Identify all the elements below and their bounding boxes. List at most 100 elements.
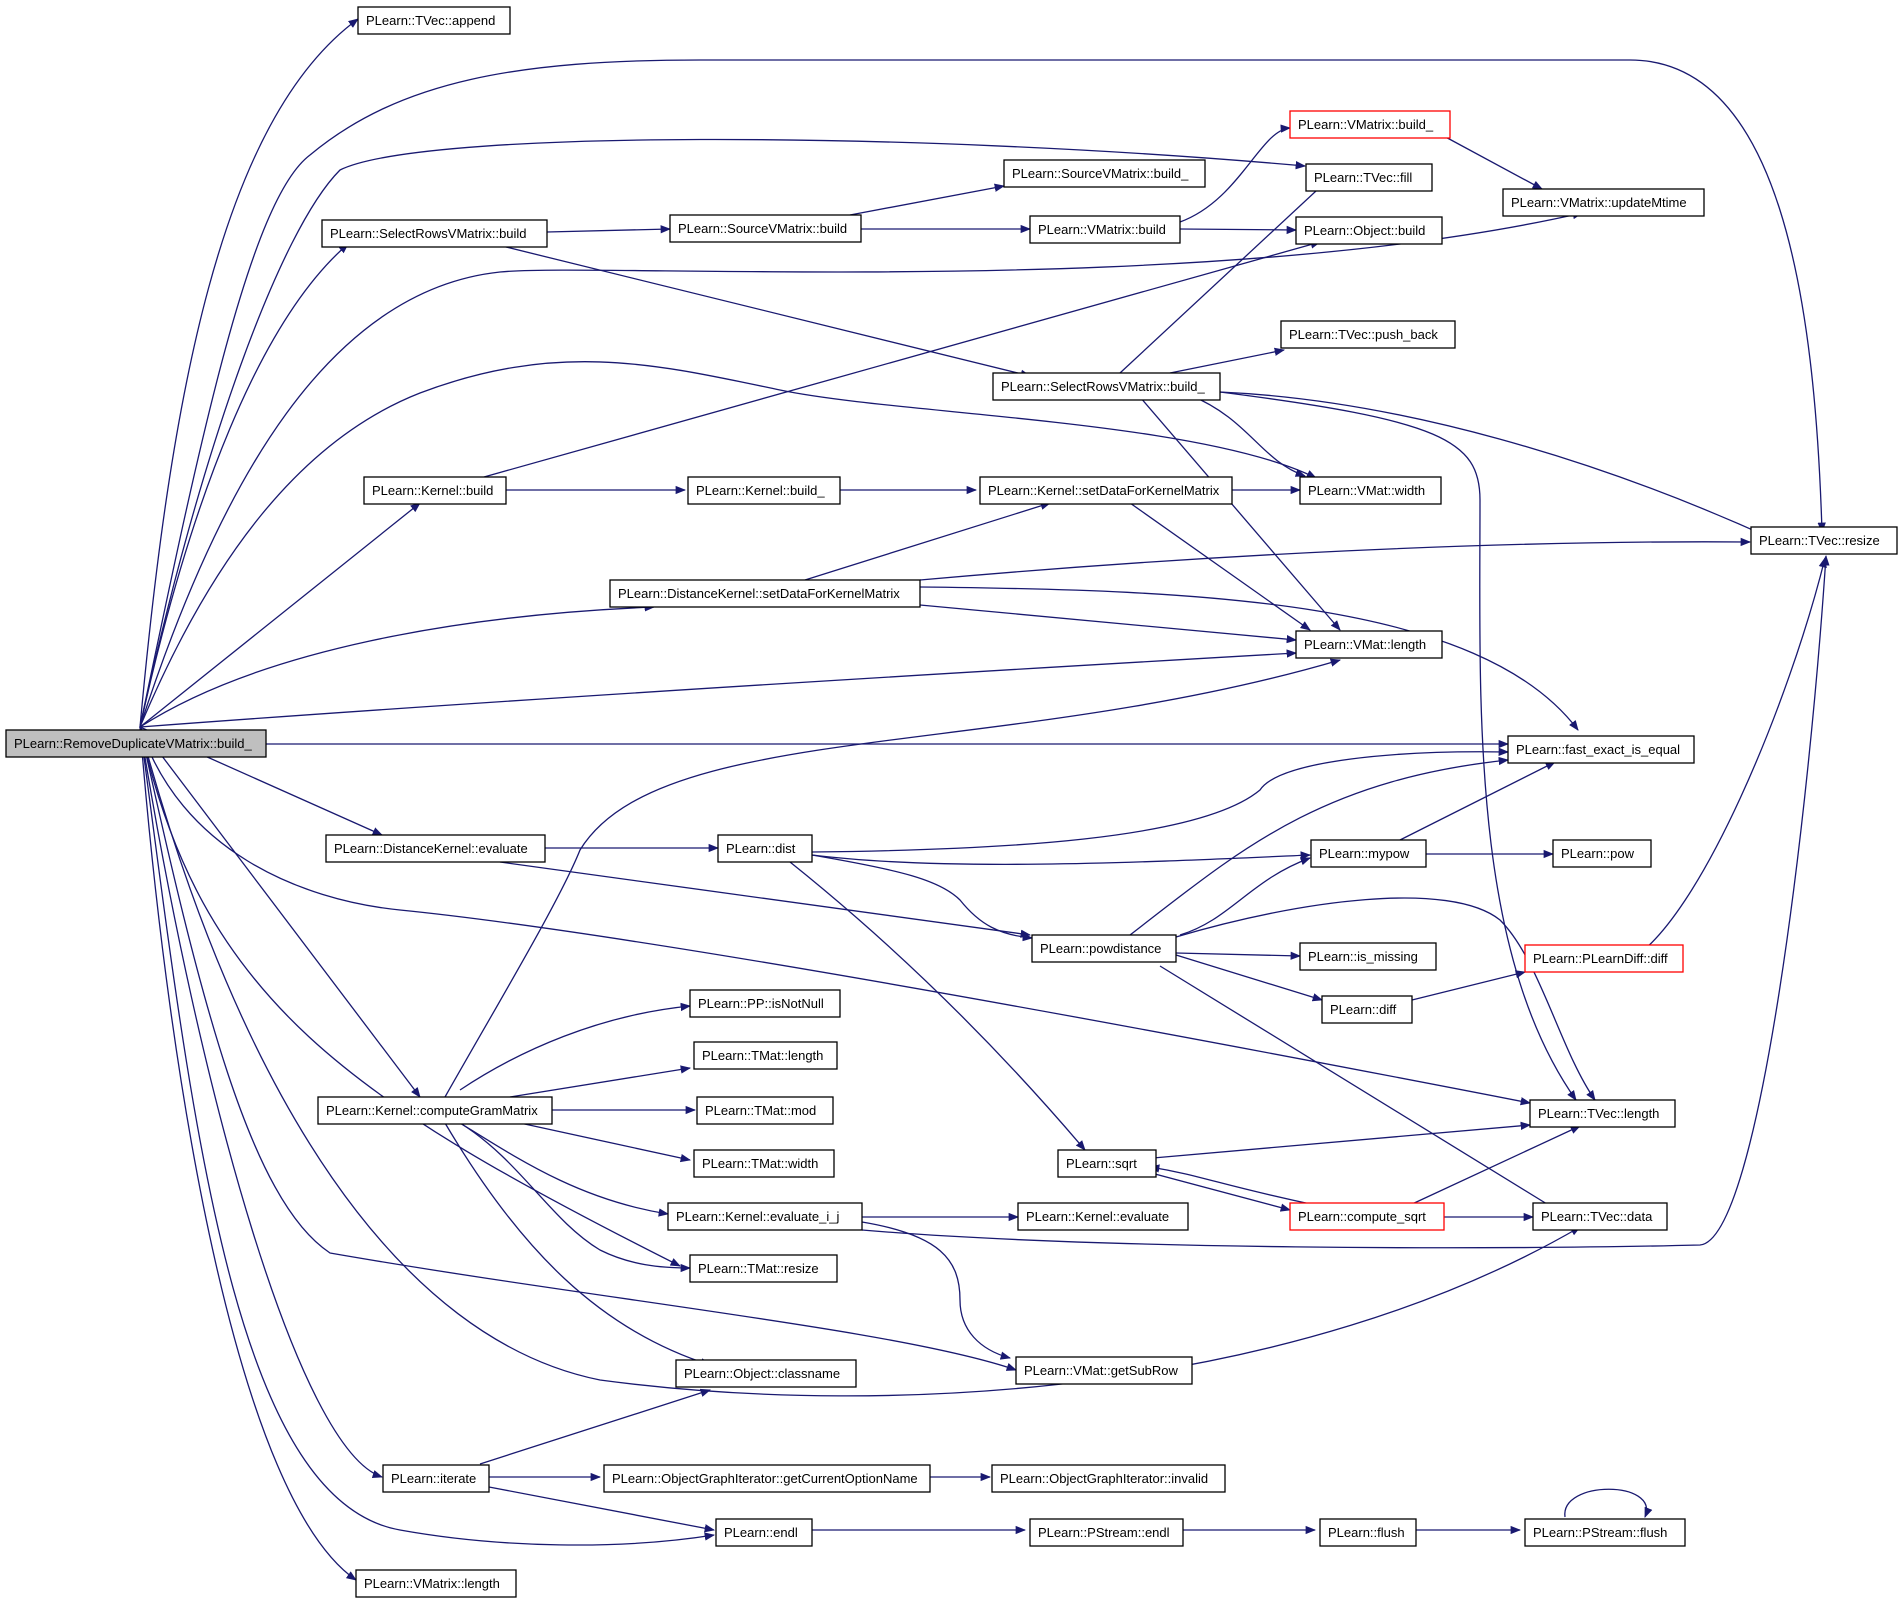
node-computegrammatrix[interactable]: PLearn::Kernel::computeGramMatrix (317, 1096, 553, 1125)
node-label: PLearn::ObjectGraphIterator::invalid (1000, 1471, 1208, 1486)
node-label: PLearn::SourceVMatrix::build (678, 221, 847, 236)
node-distancekernel-evaluate[interactable]: PLearn::DistanceKernel::evaluate (325, 834, 546, 863)
edge-root-to-tvec-resize (139, 59, 1826, 728)
node-pow[interactable]: PLearn::pow (1552, 839, 1652, 868)
node-kernel-build[interactable]: PLearn::Kernel::build (363, 476, 507, 505)
node-selectrows-build_[interactable]: PLearn::SelectRowsVMatrix::build_ (992, 372, 1221, 401)
node-distancekernel-setdata[interactable]: PLearn::DistanceKernel::setDataForKernel… (609, 579, 921, 608)
node-tvec-append[interactable]: PLearn::TVec::append (357, 6, 511, 35)
edge-selectrows-build_-to-vmat-width (1189, 394, 1306, 477)
edge-dk-setdata-to-tvec-resize (919, 537, 1752, 581)
node-tvec-data[interactable]: PLearn::TVec::data (1532, 1202, 1668, 1231)
node-pstream-endl[interactable]: PLearn::PStream::endl (1029, 1518, 1184, 1547)
node-label: PLearn::TVec::resize (1759, 533, 1880, 548)
node-tmat-resize[interactable]: PLearn::TMat::resize (689, 1254, 838, 1283)
edge-diff-to-plearndiff-diff (1411, 970, 1527, 1001)
node-kernel-evaluate-i-j[interactable]: PLearn::Kernel::evaluate_i_j (667, 1202, 863, 1231)
edge-selectrows-build_-to-tvec-resize (1219, 391, 1776, 541)
node-label: PLearn::DistanceKernel::evaluate (334, 841, 528, 856)
edge-selectrows-build-to-selectrows-build_ (501, 245, 1032, 378)
node-tvec-push-back[interactable]: PLearn::TVec::push_back (1280, 320, 1456, 349)
node-dist[interactable]: PLearn::dist (717, 834, 813, 863)
node-iterate[interactable]: PLearn::iterate (382, 1464, 490, 1493)
node-endl[interactable]: PLearn::endl (715, 1518, 813, 1547)
node-label: PLearn::SelectRowsVMatrix::build (330, 226, 527, 241)
edge-root-to-selectrows-build (139, 243, 349, 728)
node-mypow[interactable]: PLearn::mypow (1310, 839, 1427, 868)
node-fast-exact-is-equal[interactable]: PLearn::fast_exact_is_equal (1507, 735, 1695, 764)
node-tmat-mod[interactable]: PLearn::TMat::mod (696, 1096, 834, 1125)
node-pstream-flush[interactable]: PLearn::PStream::flush (1524, 1518, 1686, 1547)
node-sqrt[interactable]: PLearn::sqrt (1057, 1149, 1157, 1178)
node-is-missing[interactable]: PLearn::is_missing (1299, 942, 1437, 971)
node-flush[interactable]: PLearn::flush (1319, 1518, 1417, 1547)
node-vmat-getsubrow[interactable]: PLearn::VMat::getSubRow (1015, 1356, 1193, 1385)
node-kernel-evaluate[interactable]: PLearn::Kernel::evaluate (1017, 1202, 1189, 1231)
node-compute-sqrt[interactable]: PLearn::compute_sqrt (1289, 1202, 1445, 1231)
node-label: PLearn::PP::isNotNull (698, 996, 824, 1011)
node-label: PLearn::PStream::endl (1038, 1525, 1170, 1540)
node-label: PLearn::compute_sqrt (1298, 1209, 1426, 1224)
node-tvec-resize[interactable]: PLearn::TVec::resize (1750, 526, 1898, 555)
node-diff[interactable]: PLearn::diff (1321, 995, 1413, 1024)
edge-dist-to-fast-exact (811, 747, 1510, 853)
node-kernel-setdata[interactable]: PLearn::Kernel::setDataForKernelMatrix (979, 476, 1233, 505)
node-label: PLearn::fast_exact_is_equal (1516, 742, 1680, 757)
node-label: PLearn::TVec::fill (1314, 170, 1412, 185)
edge-root-to-endl (139, 726, 716, 1546)
edge-sqrt-to-compute-sqrt (1139, 1169, 1292, 1212)
node-root[interactable]: PLearn::RemoveDuplicateVMatrix::build_ (5, 729, 267, 758)
edge-root-to-distancekernel-setdata (139, 603, 656, 728)
node-label: PLearn::TVec::length (1538, 1106, 1659, 1121)
edge-root-to-updatemtime (139, 211, 1584, 728)
node-vmatrix-length[interactable]: PLearn::VMatrix::length (355, 1569, 517, 1598)
node-object-classname[interactable]: PLearn::Object::classname (675, 1359, 857, 1388)
edge-computegram-to-evaluate-ij (459, 1122, 670, 1217)
edge-vmatrix-build-to-vmatrix-build_ (1179, 124, 1292, 223)
node-label: PLearn::Kernel::build_ (696, 483, 825, 498)
edge-dist-to-powdistance (811, 854, 1034, 942)
node-label: PLearn::dist (726, 841, 796, 856)
node-source-build[interactable]: PLearn::SourceVMatrix::build (669, 214, 862, 243)
node-vmatrix-build[interactable]: PLearn::VMatrix::build (1029, 215, 1181, 244)
node-label: PLearn::TMat::length (702, 1048, 823, 1063)
node-plearndiff-diff[interactable]: PLearn::PLearnDiff::diff (1524, 944, 1684, 973)
edge-dk-evaluate-to-powdistance (499, 861, 1032, 938)
node-pp-isnotnull[interactable]: PLearn::PP::isNotNull (689, 989, 841, 1018)
node-label: PLearn::mypow (1319, 846, 1410, 861)
edge-dk-setdata-to-fast-exact (919, 586, 1579, 731)
edge-root-to-tvec-data (139, 726, 1581, 1397)
node-label: PLearn::sqrt (1066, 1156, 1137, 1171)
edge-computegram-to-tmat-length (509, 1065, 692, 1098)
node-vmat-length[interactable]: PLearn::VMat::length (1295, 630, 1443, 659)
edge-powdistance-to-diff (1175, 954, 1323, 1002)
node-source-build_[interactable]: PLearn::SourceVMatrix::build_ (1003, 159, 1206, 188)
node-label: PLearn::TMat::resize (698, 1261, 819, 1276)
node-label: PLearn::TVec::push_back (1289, 327, 1438, 342)
node-tvec-fill[interactable]: PLearn::TVec::fill (1305, 163, 1433, 192)
node-objectgraphiterator-invalid[interactable]: PLearn::ObjectGraphIterator::invalid (991, 1464, 1226, 1493)
node-powdistance[interactable]: PLearn::powdistance (1031, 934, 1177, 963)
node-tmat-length[interactable]: PLearn::TMat::length (693, 1041, 838, 1070)
node-label: PLearn::is_missing (1308, 949, 1418, 964)
edge-compute-sqrt-to-tvec-length (1409, 1125, 1581, 1206)
node-kernel-build_[interactable]: PLearn::Kernel::build_ (687, 476, 841, 505)
node-object-build[interactable]: PLearn::Object::build (1295, 216, 1443, 245)
edge-root-to-kernel-build (139, 502, 421, 728)
node-vmatrix-updatemtime[interactable]: PLearn::VMatrix::updateMtime (1502, 188, 1705, 217)
node-selectrows-build[interactable]: PLearn::SelectRowsVMatrix::build (321, 219, 548, 248)
edge-pstream-flush-self-loop (1564, 1488, 1653, 1518)
node-getcurrentoptionname[interactable]: PLearn::ObjectGraphIterator::getCurrentO… (603, 1464, 931, 1493)
edge-computegram-to-tmat-width (519, 1122, 692, 1163)
node-tmat-width[interactable]: PLearn::TMat::width (693, 1149, 835, 1178)
node-label: PLearn::Object::build (1304, 223, 1425, 238)
node-vmat-width[interactable]: PLearn::VMat::width (1299, 476, 1442, 505)
node-label: PLearn::TVec::data (1541, 1209, 1653, 1224)
node-vmatrix-build_[interactable]: PLearn::VMatrix::build_ (1289, 110, 1451, 139)
edge-computegram-to-tmat-resize (459, 1122, 692, 1273)
node-label: PLearn::Kernel::evaluate_i_j (676, 1209, 839, 1224)
edge-evaluate-ij-to-getsubrow (861, 1221, 1012, 1360)
edge-evaluate-ij-to-tvec-resize (861, 554, 1830, 1249)
node-tvec-length[interactable]: PLearn::TVec::length (1529, 1099, 1676, 1128)
